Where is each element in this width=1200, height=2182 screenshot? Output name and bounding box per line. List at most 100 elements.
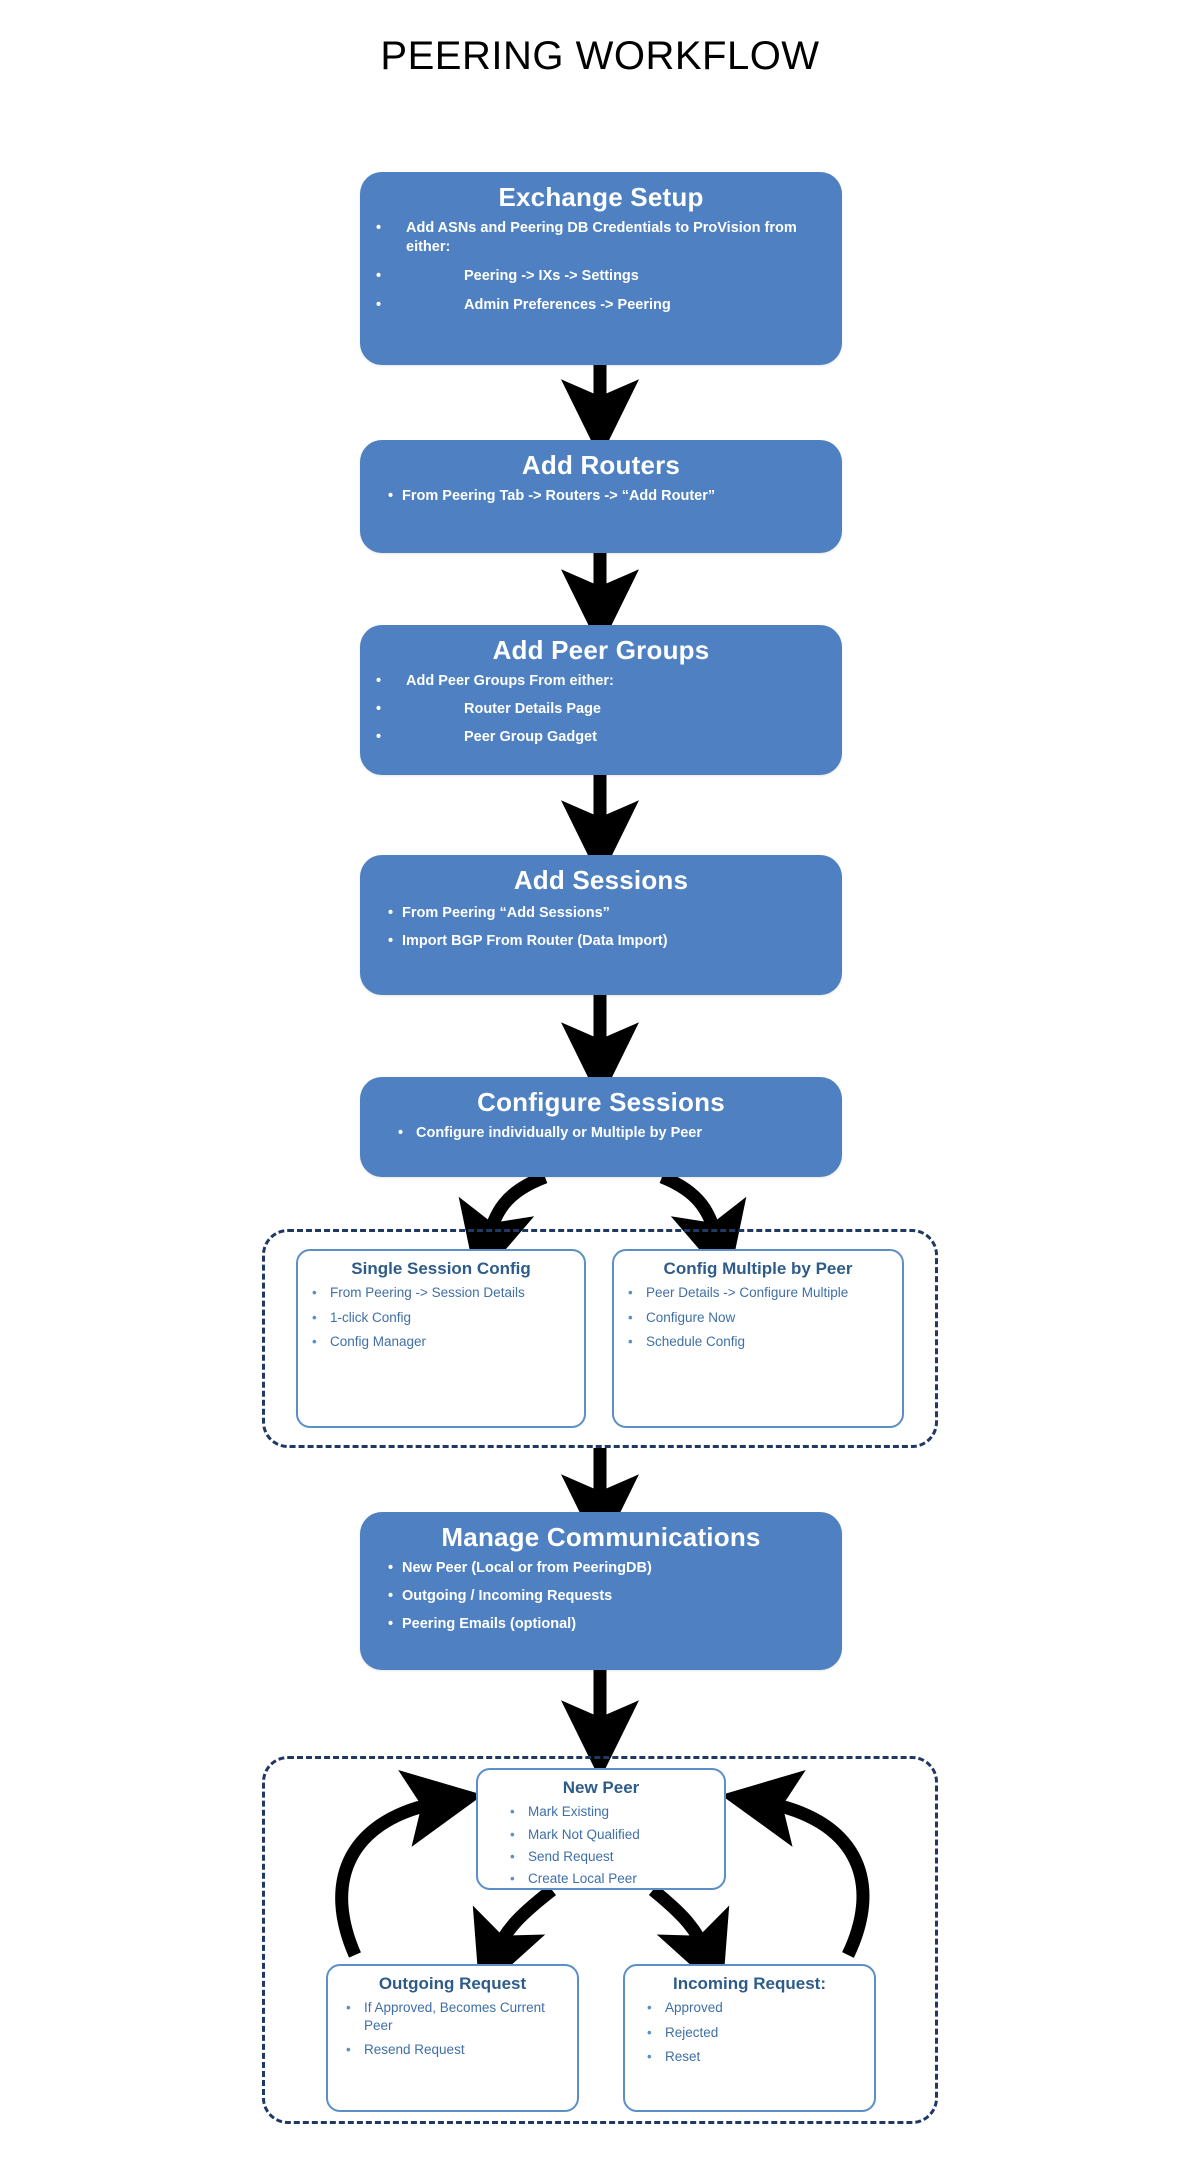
bullet-text: From Peering -> Session Details (330, 1285, 525, 1301)
bullet-item: • Create Local Peer (488, 1870, 714, 1887)
bullet-dot-icon: • (376, 220, 382, 237)
bullet-dot-icon: • (346, 2041, 351, 2057)
bullet-item: • From Peering -> Session Details (308, 1284, 574, 1301)
subbox-single-session-config[interactable]: Single Session Config • From Peering -> … (296, 1249, 586, 1428)
bullet-text: New Peer (Local or from PeeringDB) (402, 1560, 652, 1577)
stage-title: Manage Communications (441, 1522, 761, 1552)
subbox-bullet-list: • From Peering -> Session Details • 1-cl… (308, 1284, 574, 1350)
bullet-dot-icon: • (312, 1285, 317, 1301)
bullet-text: From Peering Tab -> Routers -> “Add Rout… (402, 488, 716, 505)
bullet-text: If Approved, Becomes Current Peer (364, 2000, 545, 2033)
subbox-title: New Peer (562, 1778, 640, 1797)
bullet-text: Create Local Peer (528, 1871, 637, 1887)
bullet-dot-icon: • (647, 2048, 652, 2064)
bullet-text: Rejected (665, 2024, 719, 2040)
bullet-item: • Add ASNs and Peering DB Credentials to… (376, 219, 826, 257)
bullet-item: • Configure Now (624, 1309, 892, 1326)
bullet-dot-icon: • (388, 488, 394, 505)
bullet-item: • Approved (635, 1999, 864, 2016)
bullet-text: Add ASNs and Peering DB Credentials to P… (406, 220, 797, 256)
subbox-bullet-list: • Mark Existing • Mark Not Qualified • S… (488, 1803, 714, 1887)
stage-title: Add Sessions (513, 865, 689, 895)
bullet-dot-icon: • (388, 1560, 394, 1577)
subbox-bullet-list: • If Approved, Becomes Current Peer • Re… (338, 1999, 567, 2058)
bullet-dot-icon: • (388, 1615, 394, 1632)
stage-title: Add Routers (521, 450, 681, 480)
bullet-text: Peer Group Gadget (464, 728, 597, 745)
bullet-text: Peering Emails (optional) (402, 1615, 577, 1632)
stage-bullet-list: • Configure individually or Multiple by … (376, 1124, 826, 1143)
stage-bullet-list: • From Peering “Add Sessions” • Import B… (376, 904, 826, 951)
bullet-dot-icon: • (510, 1871, 515, 1887)
bullet-item: • Reset (635, 2048, 864, 2065)
bullet-item: • If Approved, Becomes Current Peer (338, 1999, 567, 2034)
bullet-text: Admin Preferences -> Peering (464, 296, 671, 313)
stage-add-routers[interactable]: Add Routers • From Peering Tab -> Router… (360, 440, 842, 553)
bullet-item: • Peer Details -> Configure Multiple (624, 1284, 892, 1301)
subbox-incoming-request[interactable]: Incoming Request: • Approved • Rejected … (623, 1964, 876, 2112)
bullet-dot-icon: • (510, 1848, 515, 1864)
bullet-dot-icon: • (388, 1588, 394, 1605)
bullet-dot-icon: • (376, 267, 382, 284)
bullet-text: Mark Not Qualified (528, 1826, 640, 1842)
bullet-item: • Router Details Page (376, 700, 826, 719)
stage-title: Add Peer Groups (492, 635, 710, 665)
bullet-item: • Configure individually or Multiple by … (376, 1124, 826, 1143)
bullet-item: • From Peering Tab -> Routers -> “Add Ro… (376, 487, 826, 506)
subbox-new-peer[interactable]: New Peer • Mark Existing • Mark Not Qual… (476, 1768, 726, 1890)
bullet-item: • Peering Emails (optional) (376, 1615, 826, 1634)
bullet-dot-icon: • (647, 2000, 652, 2016)
bullet-dot-icon: • (628, 1285, 633, 1301)
bullet-text: Reset (665, 2048, 701, 2064)
bullet-dot-icon: • (510, 1826, 515, 1842)
bullet-dot-icon: • (628, 1309, 633, 1325)
subbox-title: Incoming Request: (672, 1974, 826, 1993)
bullet-dot-icon: • (376, 296, 382, 313)
subbox-title: Single Session Config (351, 1259, 531, 1278)
bullet-dot-icon: • (376, 701, 382, 718)
stage-configure-sessions[interactable]: Configure Sessions • Configure individua… (360, 1077, 842, 1177)
config-options-group (262, 1229, 938, 1448)
bullet-dot-icon: • (312, 1309, 317, 1325)
page-title: PEERING WORKFLOW (380, 34, 820, 78)
stage-title: Configure Sessions (477, 1087, 725, 1117)
bullet-text: Schedule Config (646, 1333, 746, 1349)
bullet-item: • Resend Request (338, 2041, 567, 2058)
bullet-text: Config Manager (330, 1333, 427, 1349)
peer-request-lifecycle-group (262, 1756, 938, 2124)
bullet-item: • Peering -> IXs -> Settings (376, 267, 826, 286)
bullet-item: • Mark Existing (488, 1803, 714, 1820)
stage-add-peer-groups[interactable]: Add Peer Groups • Add Peer Groups From e… (360, 625, 842, 775)
stage-exchange-setup[interactable]: Exchange Setup • Add ASNs and Peering DB… (360, 172, 842, 365)
bullet-text: Mark Existing (528, 1804, 610, 1820)
stage-manage-communications[interactable]: Manage Communications • New Peer (Local … (360, 1512, 842, 1670)
bullet-item: • Outgoing / Incoming Requests (376, 1587, 826, 1606)
bullet-item: • Schedule Config (624, 1333, 892, 1350)
bullet-item: • Config Manager (308, 1333, 574, 1350)
bullet-item: • New Peer (Local or from PeeringDB) (376, 1559, 826, 1578)
bullet-dot-icon: • (388, 933, 394, 950)
subbox-outgoing-request[interactable]: Outgoing Request • If Approved, Becomes … (326, 1964, 579, 2112)
stage-bullet-list: • Add ASNs and Peering DB Credentials to… (376, 219, 826, 314)
bullet-text: Import BGP From Router (Data Import) (402, 933, 668, 950)
bullet-text: Peer Details -> Configure Multiple (646, 1285, 849, 1301)
stage-title: Exchange Setup (498, 182, 704, 212)
bullet-text: Router Details Page (464, 701, 601, 718)
bullet-dot-icon: • (647, 2024, 652, 2040)
bullet-text: Configure individually or Multiple by Pe… (416, 1125, 703, 1142)
bullet-text: Approved (665, 2000, 723, 2016)
bullet-dot-icon: • (312, 1333, 317, 1349)
stage-bullet-list: • From Peering Tab -> Routers -> “Add Ro… (376, 487, 826, 506)
subbox-bullet-list: • Approved • Rejected • Reset (635, 1999, 864, 2065)
stage-add-sessions[interactable]: Add Sessions • From Peering “Add Session… (360, 855, 842, 995)
bullet-text: Resend Request (364, 2041, 465, 2057)
subbox-config-multiple-by-peer[interactable]: Config Multiple by Peer • Peer Details -… (612, 1249, 904, 1428)
stage-bullet-list: • Add Peer Groups From either: • Router … (376, 672, 826, 747)
bullet-item: • 1-click Config (308, 1309, 574, 1326)
bullet-dot-icon: • (398, 1125, 404, 1142)
bullet-text: Send Request (528, 1848, 614, 1864)
subbox-bullet-list: • Peer Details -> Configure Multiple • C… (624, 1284, 892, 1350)
bullet-text: 1-click Config (330, 1309, 412, 1325)
bullet-item: • Admin Preferences -> Peering (376, 296, 826, 315)
